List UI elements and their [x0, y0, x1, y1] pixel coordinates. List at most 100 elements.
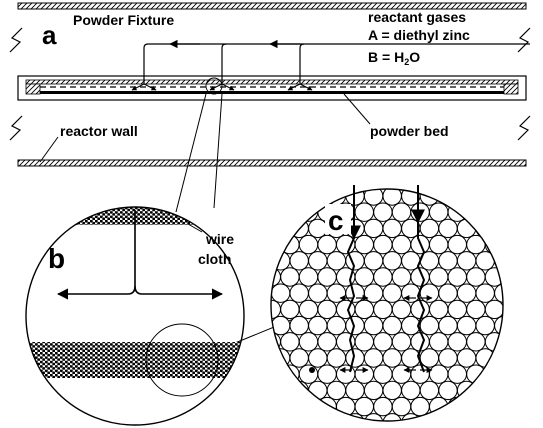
wire-cloth-leader — [187, 223, 203, 233]
powder-sphere — [326, 283, 347, 303]
powder-sphere — [382, 413, 402, 421]
powder-sphere — [447, 364, 467, 384]
powder-sphere — [429, 364, 449, 384]
powder-sphere — [308, 348, 328, 368]
powder-sphere — [475, 315, 495, 336]
wire-cloth-band — [26, 207, 244, 225]
powder-sphere — [447, 299, 467, 320]
powder-sphere — [391, 299, 412, 320]
panel-b: b wire cloth — [25, 206, 245, 426]
powder-sphere — [438, 251, 458, 271]
powder-sphere — [410, 396, 430, 417]
powder-sphere — [298, 364, 319, 384]
powder-sphere — [382, 251, 402, 271]
powder-sphere — [298, 332, 319, 352]
powder-sphere — [271, 251, 272, 271]
powder-sphere — [494, 218, 503, 239]
powder-sphere — [438, 380, 458, 401]
powder-sphere — [317, 299, 337, 320]
gas-b-suffix: O — [409, 49, 420, 65]
powder-sphere — [354, 299, 374, 320]
powder-sphere — [475, 348, 495, 368]
powder-sphere — [466, 364, 486, 384]
powder-sphere — [475, 189, 495, 206]
powder-sphere — [336, 299, 356, 320]
powder-sphere — [298, 396, 319, 417]
powder-sphere — [494, 189, 503, 206]
powder-sphere — [429, 234, 449, 255]
powder-sphere — [271, 380, 291, 401]
powder-sphere — [308, 189, 328, 206]
powder-sphere — [289, 251, 309, 271]
break-mark-right-lower — [517, 115, 531, 141]
powder-sphere — [271, 189, 291, 206]
powder-sphere — [354, 364, 374, 384]
powder-sphere — [345, 283, 365, 303]
zoom-connector-b2 — [213, 93, 223, 209]
panel-c-flow-path-1 — [346, 188, 356, 373]
powder-sphere — [391, 202, 412, 222]
powder-sphere — [484, 299, 503, 320]
powder-sphere — [271, 283, 272, 303]
powder-sphere — [382, 348, 402, 368]
reactant-gases-label: reactant gases — [368, 9, 466, 25]
powder-spheres — [271, 189, 503, 421]
powder-sphere — [419, 315, 440, 336]
powder-sphere — [271, 189, 272, 206]
powder-sphere — [373, 396, 393, 417]
gas-b-label: B = H2O — [368, 49, 420, 67]
powder-sphere — [391, 267, 412, 287]
powder-sphere — [298, 267, 319, 287]
powder-sphere — [391, 364, 412, 384]
fixture-support-top — [25, 79, 519, 85]
powder-sphere — [271, 413, 272, 421]
powder-sphere — [484, 234, 503, 255]
powder-sphere — [280, 299, 300, 320]
powder-sphere — [401, 283, 421, 303]
powder-sphere — [289, 380, 309, 401]
powder-sphere — [363, 348, 384, 368]
powder-sphere — [345, 348, 365, 368]
powder-sphere — [429, 267, 449, 287]
panel-b-circle — [25, 206, 245, 426]
powder-sphere — [363, 218, 384, 239]
powder-sphere — [271, 283, 291, 303]
panel-a-letter: a — [42, 20, 57, 50]
powder-sphere — [438, 413, 458, 421]
fixture-frame — [17, 75, 527, 101]
panel-c-lateral-arrows — [339, 295, 433, 373]
gas-flow-line — [143, 43, 530, 84]
powder-sphere — [391, 332, 412, 352]
powder-sphere — [401, 380, 421, 401]
powder-sphere — [401, 348, 421, 368]
powder-sphere — [326, 251, 347, 271]
powder-sphere — [456, 218, 477, 239]
powder-sphere — [271, 364, 281, 384]
powder-sphere — [466, 267, 486, 287]
gas-branch-2 — [221, 43, 227, 84]
powder-sphere — [401, 413, 421, 421]
powder-sphere — [373, 299, 393, 320]
reactor-wall-label: reactor wall — [60, 123, 138, 139]
powder-sphere — [308, 251, 328, 271]
powder-sphere — [354, 202, 374, 222]
powder-sphere — [438, 283, 458, 303]
powder-sphere — [271, 202, 281, 222]
powder-sphere — [271, 348, 272, 368]
powder-sphere — [456, 189, 477, 206]
powder-sphere — [326, 348, 347, 368]
powder-sphere — [456, 315, 477, 336]
powder-sphere — [354, 332, 374, 352]
powder-sphere — [401, 251, 421, 271]
gas-split-3 — [287, 83, 313, 91]
powder-sphere — [466, 396, 486, 417]
powder-sphere — [308, 413, 328, 421]
panel-b-letter: b — [48, 243, 65, 274]
powder-sphere — [363, 380, 384, 401]
powder-sphere — [494, 348, 503, 368]
powder-sphere — [289, 413, 309, 421]
powder-sphere — [419, 283, 440, 303]
powder-sphere — [326, 315, 347, 336]
panel-c-anchor-dot — [309, 367, 315, 373]
